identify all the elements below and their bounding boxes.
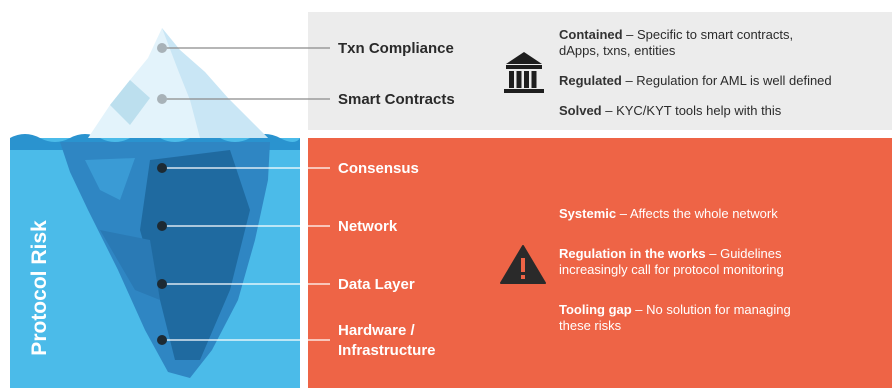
note-solved: Solved – KYC/KYT tools help with this	[559, 103, 781, 119]
note-regulation-title: Regulation in the works	[559, 246, 706, 261]
layer-label-network: Network	[338, 218, 398, 235]
note-tooling-gap: Tooling gap – No solution for managing	[559, 302, 791, 318]
layer-label-txn-compliance: Txn Compliance	[338, 40, 454, 57]
layer-label-infrastructure: Infrastructure	[338, 342, 436, 359]
layer-dot-data	[157, 279, 167, 289]
note-regulated-title: Regulated	[559, 73, 622, 88]
warning-icon	[500, 245, 546, 284]
note-solved-title: Solved	[559, 103, 602, 118]
layer-dot-smart	[157, 94, 167, 104]
layer-dot-txn	[157, 43, 167, 53]
note-regulation-in-works: Regulation in the works – Guidelines	[559, 246, 782, 262]
above-water-panel	[308, 12, 892, 130]
layer-dot-consensus	[157, 163, 167, 173]
note-tooling-text: – No solution for managing	[631, 302, 791, 317]
iceberg-body-facet	[85, 158, 135, 200]
note-contained-title: Contained	[559, 27, 623, 42]
layer-label-smart-contracts: Smart Contracts	[338, 91, 455, 108]
note-tooling-cont: these risks	[559, 318, 622, 333]
layer-label-consensus: Consensus	[338, 160, 419, 177]
layer-dot-hardware	[157, 335, 167, 345]
bank-icon	[504, 52, 544, 93]
note-contained: Contained – Specific to smart contracts,	[559, 27, 793, 43]
note-systemic-text: – Affects the whole network	[616, 206, 778, 221]
layer-dot-network	[157, 221, 167, 231]
layer-label-hardware: Hardware /	[338, 322, 415, 339]
iceberg-body-facet-2	[100, 230, 160, 300]
iceberg-tip-shade	[162, 28, 268, 138]
layer-label-data-layer: Data Layer	[338, 276, 415, 293]
note-contained-text: – Specific to smart contracts,	[622, 27, 794, 42]
note-systemic: Systemic – Affects the whole network	[559, 206, 778, 222]
note-systemic-title: Systemic	[559, 206, 617, 221]
below-water-panel	[308, 138, 892, 388]
iceberg-tip-facet	[110, 80, 150, 125]
note-contained-cont: dApps, txns, entities	[559, 43, 676, 58]
note-regulated: Regulated – Regulation for AML is well d…	[559, 73, 832, 89]
note-regulated-text: – Regulation for AML is well defined	[621, 73, 832, 88]
note-solved-text: – KYC/KYT tools help with this	[601, 103, 782, 118]
note-regulation-cont: increasingly call for protocol monitorin…	[559, 262, 784, 277]
note-tooling-title: Tooling gap	[559, 302, 632, 317]
iceberg-body-dark	[140, 150, 250, 360]
protocol-risk-side-label: Protocol Risk	[28, 220, 51, 356]
note-regulation-text: – Guidelines	[705, 246, 782, 261]
